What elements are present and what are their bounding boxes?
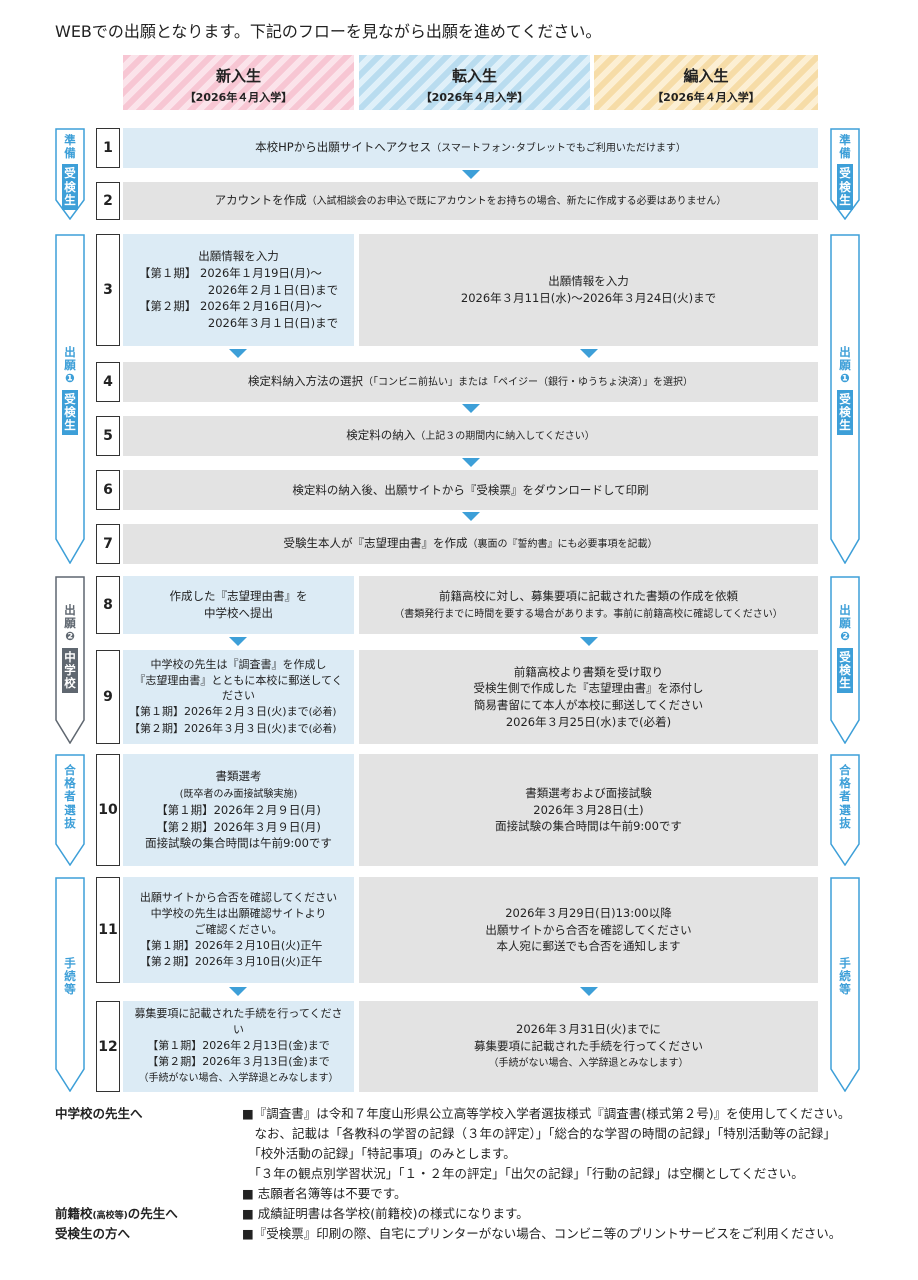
step-1-box: 本校HPから出願サイトへアクセス（スマートフォン･タブレットでもご利用いただけま… (123, 128, 818, 168)
step-number-3: 3 (96, 234, 120, 346)
step-2-box: アカウントを作成（入試相談会のお申込で既にアカウントをお持ちの場合、新たに作成す… (123, 182, 818, 220)
step-11-left-box: 出願サイトから合否を確認してください 中学校の先生は出願確認サイトより ご確認く… (123, 877, 354, 983)
flow-arrow-icon (580, 987, 598, 996)
flow-arrow-icon (580, 637, 598, 646)
side-arrow-proc-left: 手続等 (55, 877, 85, 1092)
note-teacher-line: 「３年の観点別学習状況」「１・２年の評定」「出欠の記録」「行動の記録」は空欄とし… (242, 1166, 804, 1181)
step-number-7: 7 (96, 524, 120, 564)
flow-arrow-icon (462, 170, 480, 179)
step-number-9: 9 (96, 650, 120, 744)
flow-arrow-icon (462, 458, 480, 467)
header-reentry-student: 編入生 【2026年４月入学】 (594, 55, 818, 110)
step-number-5: 5 (96, 416, 120, 456)
note-label-prev-school: 前籍校(高校等)の先生へ (55, 1206, 178, 1221)
note-label-student: 受検生の方へ (55, 1226, 131, 1241)
side-arrow-prep-right: 準備 受検生 (830, 128, 860, 220)
step-3-left-box: 出願情報を入力 【第１期】 2026年１月19日(月)～ 2026年２月１日(日… (123, 234, 354, 346)
step-11-right-box: 2026年３月29日(日)13:00以降出願サイトから合否を確認してください本人… (359, 877, 818, 983)
note-prev-line: ■ 成績証明書は各学校(前籍校)の様式になります。 (242, 1206, 529, 1221)
step-number-11: 11 (96, 877, 120, 983)
flow-arrow-icon (462, 404, 480, 413)
flow-arrow-icon (229, 637, 247, 646)
step-12-left-box: 募集要項に記載された手続を行ってください【第１期】2026年２月13日(金)まで… (123, 1001, 354, 1092)
step-number-8: 8 (96, 576, 120, 634)
step-6-box: 検定料の納入後、出願サイトから『受検票』をダウンロードして印刷 (123, 470, 818, 510)
note-teacher-line: 「校外活動の記録」「特記事項」のみとします。 (242, 1146, 516, 1161)
step-number-2: 2 (96, 182, 120, 220)
header-new-student: 新入生 【2026年４月入学】 (123, 55, 354, 110)
header-transfer-student: 転入生 【2026年４月入学】 (359, 55, 590, 110)
flow-arrow-icon (229, 987, 247, 996)
step-number-10: 10 (96, 754, 120, 866)
note-label-teacher: 中学校の先生へ (55, 1106, 143, 1121)
step-number-4: 4 (96, 362, 120, 402)
step-9-left-box: 中学校の先生は『調査書』を作成し 『志望理由書』とともに本校に郵送してください … (123, 650, 354, 744)
step-10-left-box: 書類選考(既卒者のみ面接試験実施)【第１期】2026年２月９日(月)【第２期】2… (123, 754, 354, 866)
side-arrow-proc-right: 手続等 (830, 877, 860, 1092)
step-12-right-box: 2026年３月31日(火)までに募集要項に記載された手続を行ってください（手続が… (359, 1001, 818, 1092)
step-number-6: 6 (96, 470, 120, 510)
note-teacher-line: ■ 志願者名簿等は不要です。 (242, 1186, 407, 1201)
flow-arrow-icon (462, 512, 480, 521)
step-8-right-box: 前籍高校に対し、募集要項に記載された書類の作成を依頼（書類発行までに時間を要する… (359, 576, 818, 634)
note-teacher-line: なお、記載は「各教科の学習の記録（３年の評定）」「総合的な学習の時間の記録」「特… (242, 1126, 836, 1141)
side-arrow-pass-left: 合格者選抜 (55, 754, 85, 866)
flow-arrow-icon (580, 349, 598, 358)
note-teacher-line: ■『調査書』は令和７年度山形県公立高等学校入学者選抜様式『調査書(様式第２号)』… (242, 1106, 851, 1121)
note-student-line: ■『受検票』印刷の際、自宅にプリンターがない場合、コンビニ等のプリントサービスを… (242, 1226, 842, 1241)
flow-arrow-icon (229, 349, 247, 358)
notes-section: 中学校の先生へ ■『調査書』は令和７年度山形県公立高等学校入学者選抜様式『調査書… (55, 1104, 885, 1274)
side-arrow-prep-left: 準備 受検生 (55, 128, 85, 220)
step-5-box: 検定料の納入（上記３の期間内に納入してください） (123, 416, 818, 456)
step-7-box: 受験生本人が『志望理由書』を作成（裏面の『誓約書』にも必要事項を記載） (123, 524, 818, 564)
step-8-left-box: 作成した『志望理由書』を中学校へ提出 (123, 576, 354, 634)
step-number-12: 12 (96, 1001, 120, 1092)
step-4-box: 検定料納入方法の選択（「コンビニ前払い」または「ペイジー（銀行・ゆうちょ決済）」… (123, 362, 818, 402)
intro-text: WEBでの出願となります。下記のフローを見ながら出願を進めてください。 (55, 22, 602, 41)
side-arrow-pass-right: 合格者選抜 (830, 754, 860, 866)
step-9-right-box: 前籍高校より書類を受け取り受検生側で作成した『志望理由書』を添付し簡易書留にて本… (359, 650, 818, 744)
step-number-1: 1 (96, 128, 120, 168)
